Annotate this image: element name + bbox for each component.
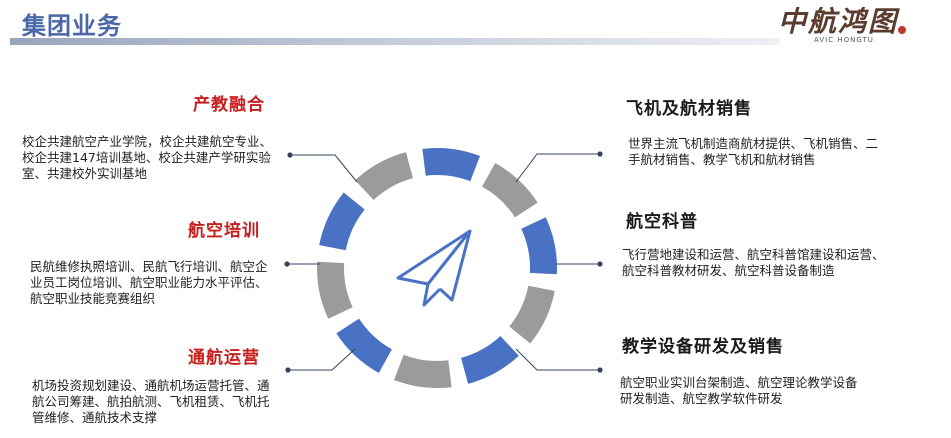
section-desc-aviation-training: 民航维修执照培训、民航飞行培训、航空企业员工岗位培训、航空职业能力水平评估、航空… [30,259,268,306]
section-title-aircraft-sales: 飞机及航材销售 [626,99,752,119]
ring-segment-6 [393,354,452,388]
connector-line-4 [515,153,600,183]
connector-dot-5 [597,261,603,267]
page-title: 集团业务 [22,12,122,40]
ring-segment-10 [355,152,413,200]
section-title-aviation-science: 航空科普 [626,212,698,232]
logo-subtext: AVIC HONGTU [814,36,874,44]
section-desc-aircraft-sales: 世界主流飞机制造商航材提供、飞机销售、二手航材销售、教学飞机和航材销售 [628,136,879,167]
section-title-aviation-training: 航空培训 [188,221,260,241]
paper-plane-icon [396,229,472,307]
ring-segment-7 [336,318,392,373]
connector-dot-2 [284,261,290,267]
ring-segment-4 [509,285,555,344]
connector-line-3 [288,348,356,371]
section-title-teaching-equipment: 教学设备研发及销售 [622,337,784,357]
ring-segment-9 [319,192,365,251]
ring-segment-1 [422,148,481,182]
section-desc-aviation-science: 飞行营地建设和运营、航空科普馆建设和运营、航空科普教材研发、航空科普设备制造 [622,247,885,278]
connector-line-1 [290,154,358,183]
ring-segment-5 [461,336,519,384]
company-logo: 中航鸿图 AVIC HONGTU [770,0,920,46]
header: 集团业务 中航鸿图 AVIC HONGTU [0,0,951,48]
section-title-industry-education: 产教融合 [193,95,265,115]
connector-dot-1 [287,152,293,158]
section-desc-industry-education: 校企共建航空产业学院，校企共建航空专业、校企共建147培训基地、校企共建产学研实… [22,134,273,181]
connector-lines [284,151,603,373]
section-title-general-aviation: 通航运营 [188,348,260,368]
logo-seal [898,26,906,34]
connector-dot-3 [285,367,291,373]
connector-line-6 [515,348,600,371]
ring-segment-2 [482,163,538,218]
ring-segment-3 [521,217,558,275]
connector-dot-6 [597,367,603,373]
section-desc-teaching-equipment: 航空职业实训台架制造、航空理论教学设备研发制造、航空教学软件研发 [620,375,858,406]
logo-text: 中航鸿图 [778,5,899,38]
connector-dot-4 [597,151,603,157]
ring-segment-8 [317,261,353,319]
header-divider [10,38,780,45]
ring-segments [317,148,558,388]
section-desc-general-aviation: 机场投资规划建设、通航机场运营托管、通航公司筹建、航拍航测、飞机租赁、飞机托管维… [32,378,270,425]
